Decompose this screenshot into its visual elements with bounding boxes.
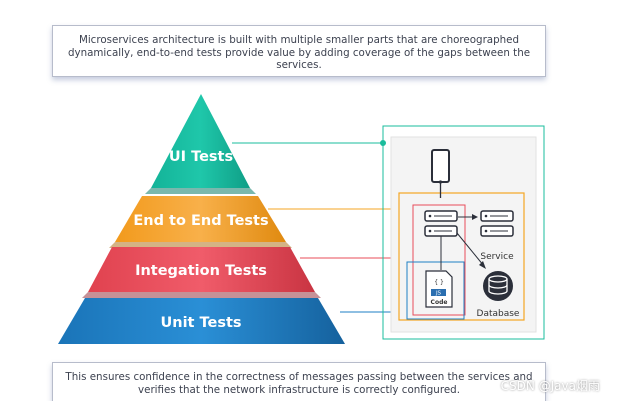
code-label: Code [431, 299, 448, 306]
system-panel: Service Database { } JS Code [382, 125, 545, 340]
pyramid-level-unit [58, 298, 345, 344]
service-label: Service [480, 252, 514, 262]
pyramid-label-ui: UI Tests [169, 149, 233, 165]
code-js-label: JS [435, 291, 442, 297]
mobile-phone-icon [431, 149, 450, 198]
database-label: Database [477, 309, 520, 319]
e2e-frame [398, 192, 525, 321]
unit-frame [406, 261, 465, 320]
code-braces: { } [434, 279, 444, 286]
description-box-top: Microservices architecture is built with… [52, 25, 546, 77]
code-file-icon: { } JS Code [425, 270, 453, 308]
database-icon [483, 271, 513, 301]
bottom-text-line-1: This ensures confidence in the correctne… [65, 371, 533, 383]
csdn-watermark: CSDN @Java烟雨 [500, 379, 600, 393]
pyramid: UI Tests End to End Tests Integation Tes… [58, 94, 345, 344]
top-text-line-1: Microservices architecture is built with… [78, 34, 520, 46]
panel-frame [382, 125, 545, 340]
bottom-text-line-2: verifies that the network infrastructure… [138, 383, 460, 396]
pyramid-level-ui [151, 94, 250, 188]
pyramid-label-integration: Integation Tests [135, 263, 267, 279]
pyramid-level-integration [88, 247, 315, 292]
description-box-bottom: This ensures confidence in the correctne… [52, 362, 546, 401]
integration-frame [412, 204, 466, 316]
top-text-line-2: dynamically, end-to-end tests provide va… [67, 46, 531, 59]
pyramid-level-e2e [115, 196, 286, 242]
top-text-line-3: services. [276, 59, 322, 71]
service-server-icon [480, 210, 514, 237]
gateway-server-icon [424, 210, 458, 270]
pyramid-label-e2e: End to End Tests [133, 213, 268, 229]
pyramid-label-unit: Unit Tests [160, 315, 241, 331]
